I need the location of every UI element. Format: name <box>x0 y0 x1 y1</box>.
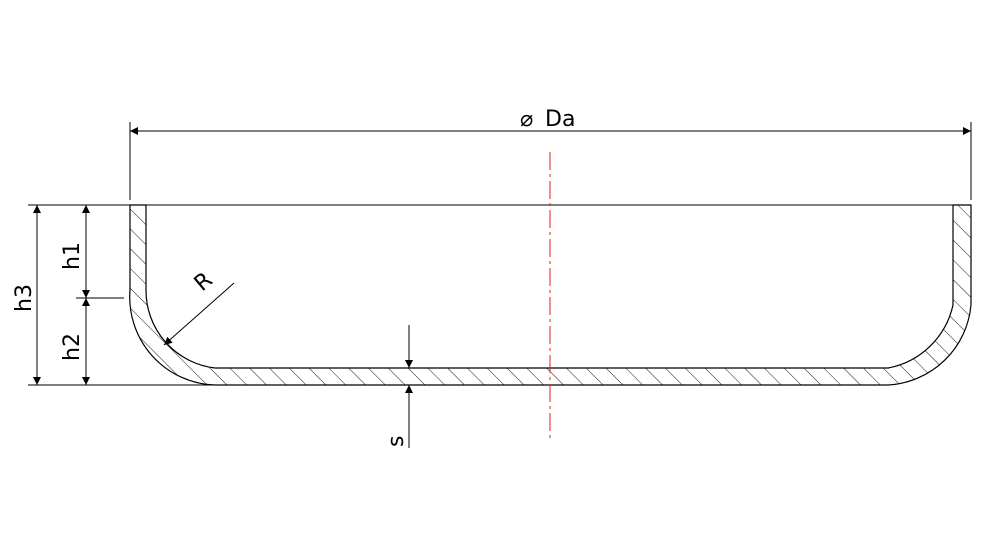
da-diameter-symbol: ⌀ <box>520 107 533 132</box>
h2-label: h2 <box>60 333 85 361</box>
vessel-wall-section <box>129 204 972 386</box>
thickness-label: s <box>384 436 409 447</box>
radius-leader <box>163 282 235 346</box>
da-label: Da <box>545 107 575 132</box>
h3-label: h3 <box>12 284 37 312</box>
h1-label: h1 <box>60 242 85 270</box>
radius-label: R <box>190 268 218 297</box>
